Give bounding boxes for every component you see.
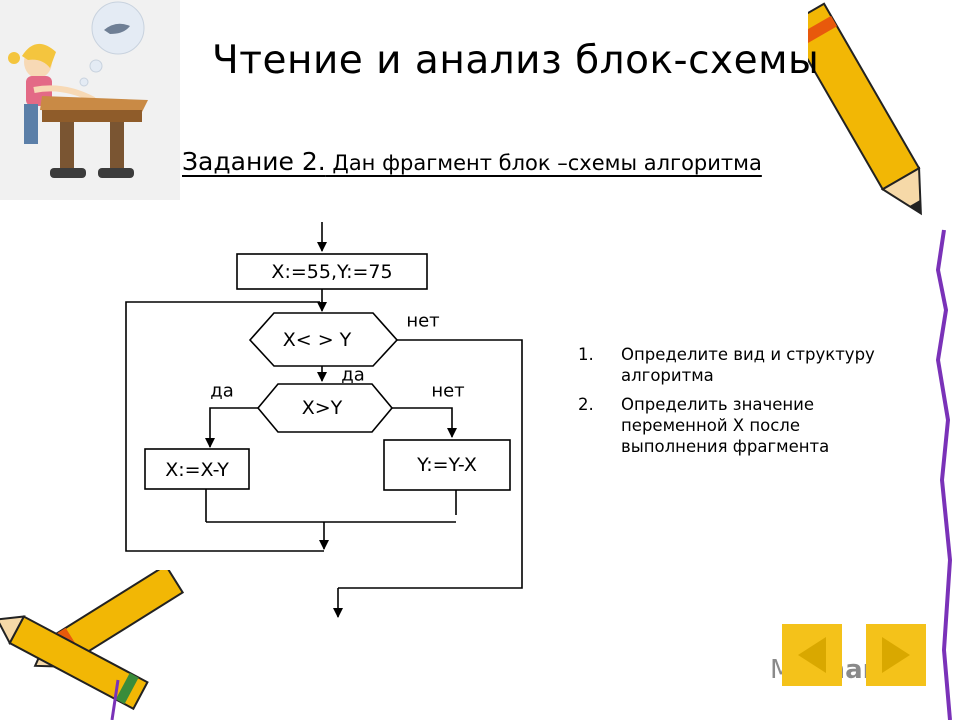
task-item-text: Определить значение переменной X после в…: [621, 395, 830, 456]
girl-at-desk-icon: [0, 0, 180, 200]
crossed-pencils-icon: [0, 570, 185, 720]
no-branch-line: [392, 407, 457, 438]
yes-action-label: X:=X-Y: [165, 459, 229, 481]
task-number: Задание 2.: [182, 147, 326, 176]
task-item-number: 2.: [578, 395, 594, 414]
next-slide-button[interactable]: [866, 624, 926, 686]
exit-line: [338, 339, 523, 589]
inner-yes-label: да: [210, 380, 234, 402]
yes-action-block: [144, 448, 250, 490]
pencil-icon: [808, 2, 953, 720]
task-heading: Задание 2. Дан фрагмент блок –схемы алго…: [182, 147, 762, 176]
task-item-number: 1.: [578, 345, 594, 364]
slide-title: Чтение и анализ блок-схемы: [212, 38, 820, 83]
init-block: [236, 253, 428, 290]
task-item-text: Определите вид и структуру алгоритма: [621, 345, 875, 385]
inner-no-label: нет: [431, 380, 465, 402]
next-arrow-icon: [882, 637, 910, 673]
task-item: 1. Определите вид и структуру алгоритма: [578, 344, 908, 386]
task-text: Дан фрагмент блок –схемы алгоритма: [325, 151, 762, 175]
no-action-label: Y:=Y-X: [417, 454, 477, 476]
outer-no-label: нет: [406, 310, 440, 332]
outer-yes-label: да: [341, 364, 365, 386]
inner-condition-label: X>Y: [301, 397, 343, 419]
outer-condition-label: X< > Y: [282, 329, 352, 351]
loop-back-line: [125, 301, 324, 552]
no-action-block: [383, 439, 511, 491]
prev-slide-button[interactable]: [782, 624, 842, 686]
yes-branch-line: [205, 407, 258, 448]
init-block-label: X:=55,Y:=75: [271, 261, 393, 283]
task-list: 1. Определите вид и структуру алгоритма 2…: [578, 344, 908, 465]
prev-arrow-icon: [798, 637, 826, 673]
task-item: 2. Определить значение переменной X после…: [578, 394, 908, 457]
